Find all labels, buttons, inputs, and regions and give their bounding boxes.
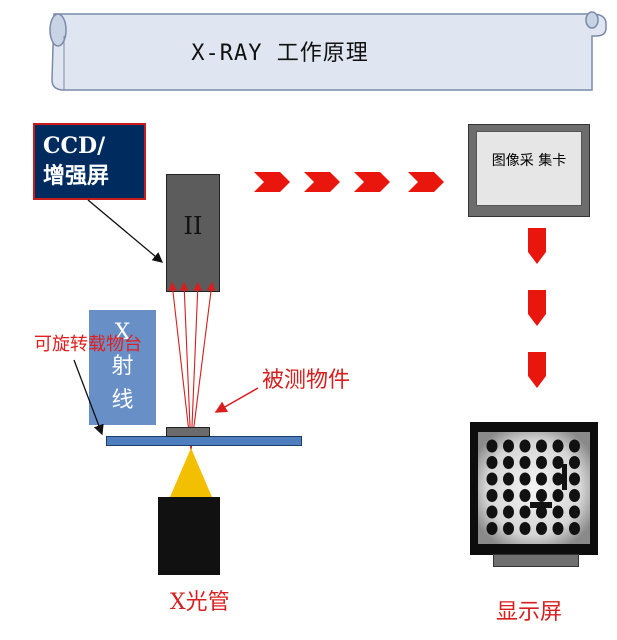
xray-solder-ball: [486, 522, 498, 535]
xray-solder-ball: [486, 439, 498, 453]
xray-tube: [158, 497, 220, 575]
object-pointer-line: [214, 387, 259, 413]
xray-solder-ball: [536, 522, 547, 535]
xray-solder-ball: [503, 505, 514, 519]
xray-solder-ball: [552, 456, 564, 469]
chevron-right-icon: [354, 172, 390, 192]
xray-beam-label: X 射 线: [89, 316, 156, 418]
capture-card-label: 图像采 集卡: [491, 153, 567, 169]
xray-trace: [562, 464, 567, 490]
horizontal-signal-arrows: [254, 172, 444, 192]
intensifier-label: II: [183, 212, 203, 240]
xray-solder-ball: [503, 439, 514, 453]
test-object-label: 被测物件: [262, 368, 351, 393]
xray-label-line1: X: [114, 320, 131, 345]
xray-solder-ball: [536, 439, 547, 453]
xray-solder-ball: [552, 489, 564, 502]
xray-solder-ball: [569, 439, 580, 453]
chevron-down-icon: [528, 228, 546, 264]
image-intensifier: [166, 174, 220, 292]
monitor-stand: [493, 554, 579, 567]
xray-solder-ball: [519, 522, 531, 535]
xray-beam-box: [89, 310, 156, 425]
xray-solder-ball: [486, 472, 498, 486]
test-object: [166, 427, 210, 437]
xray-beams: [168, 281, 216, 451]
xray-solder-ball: [519, 439, 531, 453]
xray-solder-ball: [552, 505, 564, 519]
chevron-right-icon: [254, 172, 290, 192]
rotating-stage-label: 可旋转载物台: [34, 334, 142, 355]
xray-solder-ball: [503, 456, 514, 469]
xray-solder-ball: [519, 456, 531, 469]
xray-solder-ball: [536, 505, 547, 519]
xray-solder-ball: [486, 505, 498, 519]
chevron-right-icon: [304, 172, 340, 192]
chevron-down-icon: [528, 290, 546, 326]
xray-label-line3: 线: [111, 388, 134, 413]
xray-solder-ball: [569, 505, 580, 519]
xray-solder-ball: [552, 522, 564, 535]
xray-solder-ball: [569, 489, 580, 502]
display-label: 显示屏: [496, 600, 563, 625]
chevron-right-icon: [408, 172, 444, 192]
xray-solder-ball: [486, 456, 498, 469]
xray-tube-label: X光管: [170, 590, 230, 615]
xray-emission-cone: [170, 448, 212, 497]
xray-solder-ball: [569, 456, 580, 469]
xray-solder-ball: [536, 456, 547, 469]
ccd-label-line2: 增强屏: [43, 163, 110, 189]
xray-solder-ball: [503, 522, 514, 535]
xray-solder-ball: [536, 472, 547, 486]
xray-solder-ball: [552, 472, 564, 486]
ccd-label-box: CCD/ 增强屏: [33, 123, 146, 200]
vertical-signal-arrows: [528, 228, 546, 388]
ccd-label-line1: CCD/: [43, 133, 106, 159]
xray-label-line2: 射: [111, 354, 134, 379]
page-title: X-RAY 工作原理: [191, 41, 369, 66]
capture-card-panel: [476, 131, 582, 206]
xray-solder-ball: [486, 489, 498, 502]
xray-solder-ball: [552, 439, 564, 453]
title-banner: [49, 11, 607, 91]
xray-solder-ball: [519, 505, 531, 519]
xray-solder-ball: [519, 472, 531, 486]
xray-trace: [530, 502, 552, 508]
xray-solder-ball: [503, 472, 514, 486]
xray-solder-ball: [503, 489, 514, 502]
stage-pointer-line: [73, 359, 104, 436]
xray-solder-ball: [536, 489, 547, 502]
xray-image: [478, 432, 590, 544]
rotating-stage: [106, 436, 302, 446]
xray-solder-ball: [569, 472, 580, 486]
chevron-down-icon: [528, 352, 546, 388]
xray-solder-ball: [519, 489, 531, 502]
ccd-pointer-line: [87, 199, 163, 263]
xray-solder-ball: [569, 522, 580, 535]
